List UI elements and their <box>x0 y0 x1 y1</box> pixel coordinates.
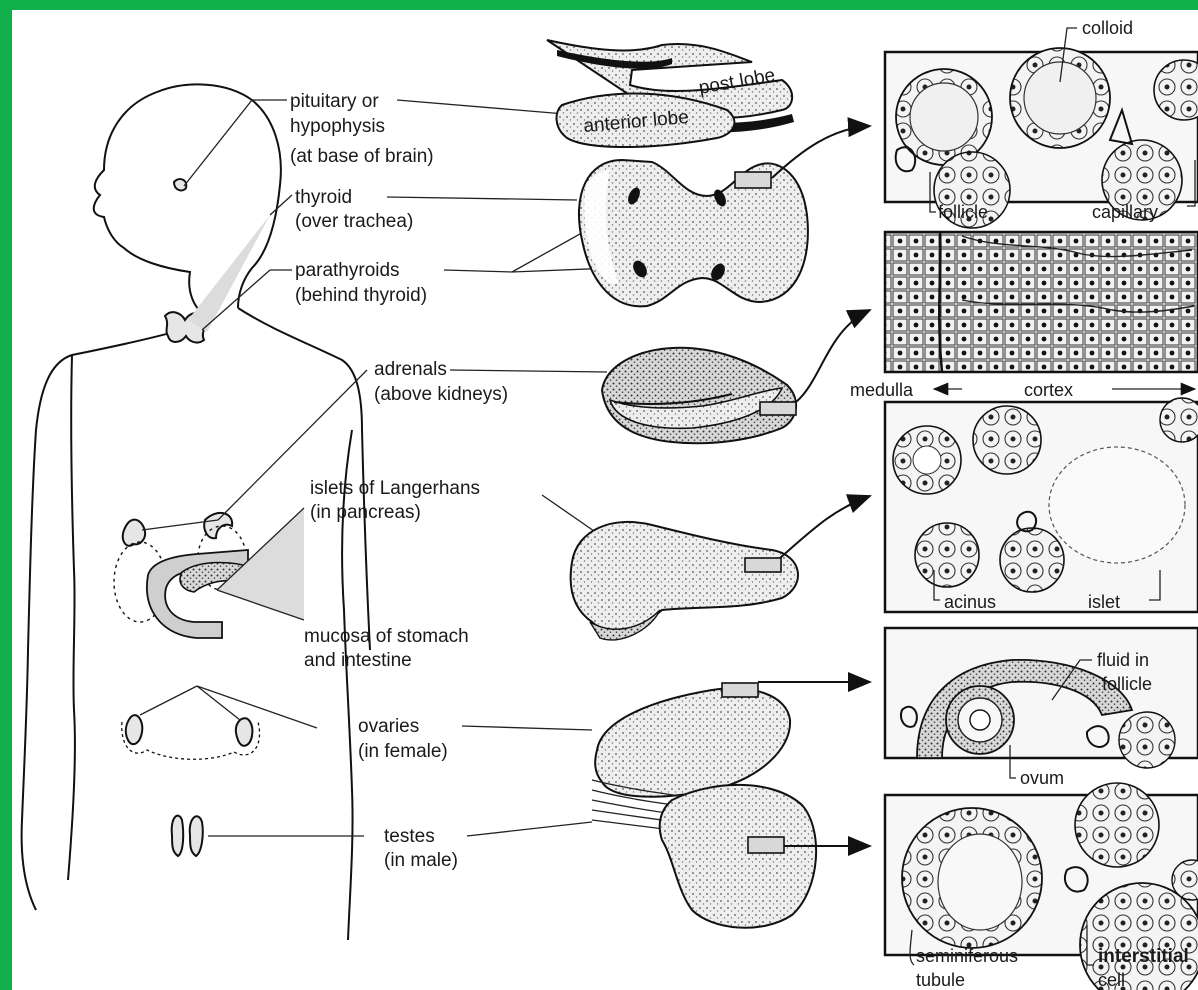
thyroid-label-2: (over trachea) <box>295 211 413 232</box>
medulla-label: medulla <box>850 380 914 400</box>
adrenals-label-1: adrenals <box>374 359 447 380</box>
ovum-label: ovum <box>1020 768 1064 788</box>
thyroid-organ <box>579 160 808 306</box>
ovary-organ <box>595 683 790 797</box>
thyroid-label-1: thyroid <box>295 187 352 208</box>
parathyroids-label-2: (behind thyroid) <box>295 285 427 306</box>
islet-label: islet <box>1088 592 1120 612</box>
testis-right-icon <box>190 816 203 856</box>
panel-ovary <box>885 628 1198 768</box>
islets-label-1: islets of Langerhans <box>310 478 480 499</box>
pancreas-organ <box>571 522 798 640</box>
seminiferous-label-1: seminiferous <box>916 946 1018 966</box>
cortex-label: cortex <box>1024 380 1073 400</box>
acinus-label: acinus <box>944 592 996 612</box>
adrenal-left-icon <box>123 520 145 546</box>
pituitary-organ: post lobe anterior lobe <box>547 40 794 147</box>
ovaries-label-2: (in female) <box>358 741 448 762</box>
body-glands <box>114 179 260 856</box>
interstitial-label-1: interstitial <box>1098 946 1189 967</box>
adrenals-label-2: (above kidneys) <box>374 384 508 405</box>
diagram-canvas: post lobe anterior lobe <box>12 10 1198 990</box>
pituitary-label-3: (at base of brain) <box>290 146 434 167</box>
panel-thyroid <box>885 48 1198 228</box>
follicle-label: follicle <box>938 202 988 222</box>
colloid-label: colloid <box>1082 18 1133 38</box>
parathyroids-label-1: parathyroids <box>295 260 400 281</box>
testis-organ <box>592 780 816 928</box>
endocrine-glands-diagram: post lobe anterior lobe <box>12 10 1198 990</box>
adrenal-right-icon <box>204 513 232 538</box>
panel-adrenal <box>885 232 1198 372</box>
ovary-left-icon <box>126 715 142 744</box>
panel-pancreas <box>885 398 1198 612</box>
testis-left-icon <box>172 816 184 856</box>
mucosa-label-1: mucosa of stomach <box>304 626 469 647</box>
fluid-label-1: fluid in <box>1097 650 1149 670</box>
interstitial-label-2: cell <box>1098 970 1125 990</box>
pituitary-label-1: pituitary or <box>290 91 379 112</box>
islets-label-2: (in pancreas) <box>310 502 421 523</box>
mucosa-label-2: and intestine <box>304 650 412 671</box>
testes-label-2: (in male) <box>384 850 458 871</box>
fluid-label-2: follicle <box>1102 674 1152 694</box>
ovary-right-icon <box>236 718 253 746</box>
capillary-label: capillary <box>1092 202 1158 222</box>
pituitary-label-2: hypophysis <box>290 116 385 137</box>
ovaries-label-1: ovaries <box>358 716 419 737</box>
testes-label-1: testes <box>384 826 435 847</box>
seminiferous-label-2: tubule <box>916 970 965 990</box>
adrenal-organ <box>602 348 796 443</box>
left-labels: pituitary or hypophysis (at base of brai… <box>290 91 508 871</box>
